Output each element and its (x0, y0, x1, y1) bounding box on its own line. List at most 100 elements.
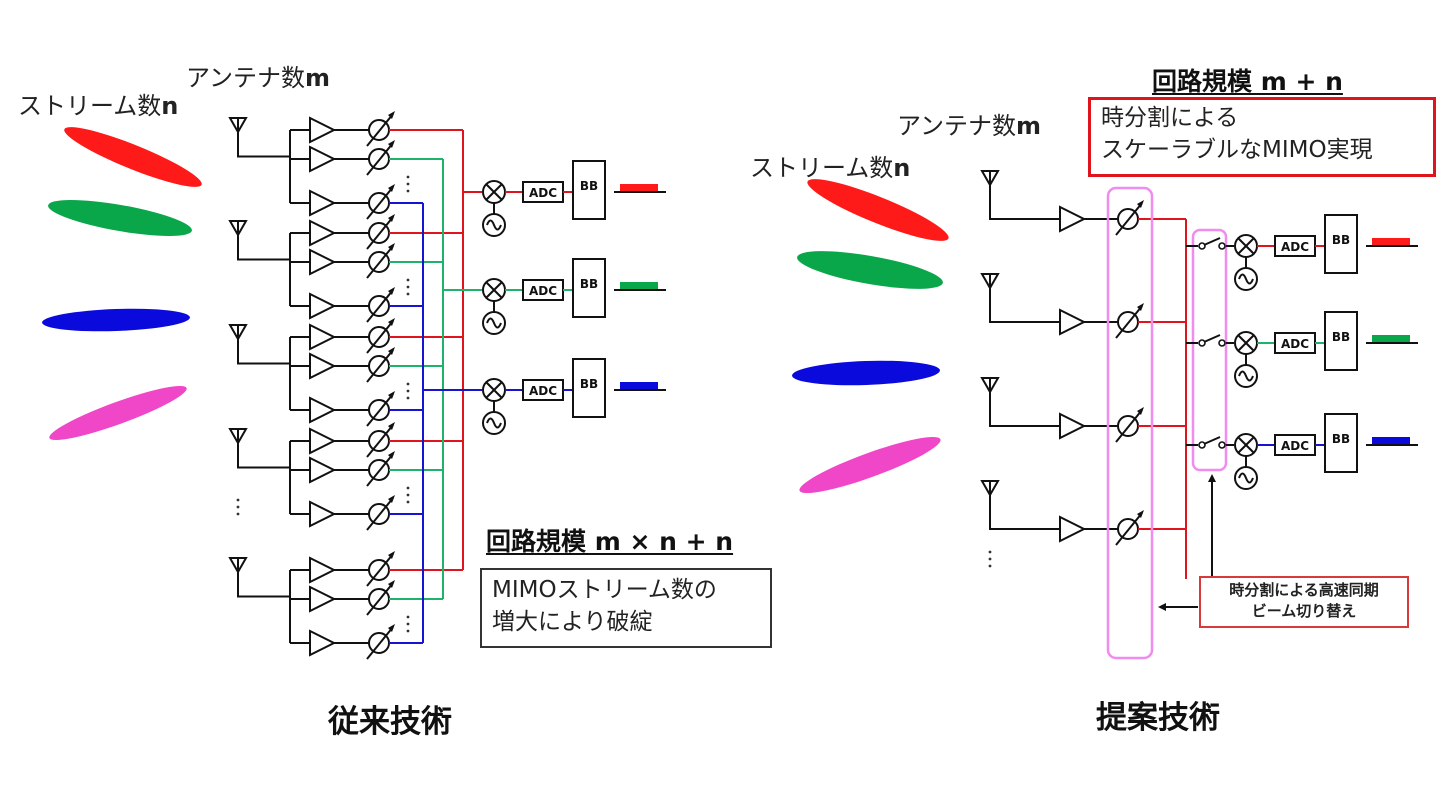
stream-beam (42, 308, 190, 332)
stream-beam (799, 436, 941, 494)
antenna-ellipsis-dot (988, 564, 992, 568)
prop-stream-var: n (893, 154, 911, 182)
amplifier-icon (309, 248, 337, 276)
phase-arrow-shaft (366, 393, 394, 427)
phase-arrow-shaft (366, 320, 394, 354)
mixer-x2 (485, 381, 503, 399)
bb-block (572, 258, 606, 318)
phase-arrow-head (388, 140, 395, 148)
prop-caption: 提案技術 (1096, 700, 1220, 736)
phase-shifter-icon (1115, 200, 1144, 236)
antenna-icon (228, 220, 248, 238)
prop-antenna-var: m (1016, 112, 1042, 140)
ellipsis-dot (406, 389, 410, 393)
antenna-icon (980, 480, 1000, 498)
phase-shifter-icon (366, 422, 395, 458)
switch-icon (1198, 237, 1226, 250)
conv-note-box: MIMOストリーム数の 増大により破綻 (480, 568, 772, 648)
amplifier-icon (309, 456, 337, 484)
phase-shifter-icon (1115, 303, 1144, 339)
stream-beam (807, 179, 949, 241)
conv-caption: 従来技術 (328, 704, 452, 740)
amplifier-icon (309, 219, 337, 247)
amplifier-icon (1059, 308, 1087, 336)
phase-arrow-head (388, 391, 395, 399)
phase-shifter-icon (366, 624, 395, 660)
bb-block (1324, 311, 1358, 371)
mixer-x2 (1237, 436, 1255, 454)
antenna-ellipsis-dot (236, 512, 240, 516)
ellipsis-dot (406, 629, 410, 633)
feed-line (237, 132, 290, 158)
oscillator-wave (486, 317, 502, 329)
conv-stream-count-label: ストリーム数n (18, 86, 178, 121)
phase-arrow-shaft (366, 424, 394, 458)
switch-blade (1203, 436, 1221, 445)
mixer-x2 (1237, 237, 1255, 255)
prop-highlight-line1: 時分割による (1101, 105, 1239, 131)
switch-node (1198, 339, 1206, 347)
antenna-icon (228, 557, 248, 575)
mixer-x2 (485, 183, 503, 201)
amplifier-icon (309, 116, 337, 144)
prop-highlight-box: 時分割による スケーラブルなMIMO実現 (1088, 97, 1436, 177)
prop-highlight-line2: スケーラブルなMIMO実現 (1101, 137, 1373, 163)
mixer-icon (1234, 234, 1258, 291)
conv-note-line2: 増大により破綻 (492, 609, 653, 635)
phase-shifter-icon (366, 495, 395, 531)
phase-arrow-head (1137, 200, 1144, 208)
phase-arrow-shaft (366, 553, 394, 587)
conv-stream-var: n (161, 92, 179, 120)
oscillator-wave (1238, 472, 1254, 484)
phase-arrow-head (388, 551, 395, 559)
phase-arrow-head (388, 111, 395, 119)
amplifier-icon (309, 500, 337, 528)
oscillator-wave (486, 219, 502, 231)
bb-label: BB (580, 179, 598, 193)
stream-beam (797, 251, 943, 289)
stream-spectrum-bar (1372, 437, 1410, 445)
feed-line (989, 185, 1060, 220)
bb-label: BB (580, 277, 598, 291)
bb-block (572, 160, 606, 220)
ellipsis-dot (406, 182, 410, 186)
ellipsis-dot (406, 278, 410, 282)
amplifier-icon (309, 556, 337, 584)
oscillator-wave (1238, 370, 1254, 382)
mixer-icon (482, 278, 506, 335)
phase-arrow-shaft (1115, 305, 1143, 339)
stream-spectrum-bar (620, 184, 658, 192)
phase-arrow-shaft (366, 289, 394, 323)
phase-arrow-shaft (366, 453, 394, 487)
phase-shifter-icon (366, 391, 395, 427)
feed-line (237, 572, 290, 598)
antenna-icon (228, 324, 248, 342)
feed-line (237, 443, 290, 469)
adc-label: ADC (1281, 240, 1309, 254)
amplifier-icon (309, 585, 337, 613)
antenna-ellipsis-dot (988, 557, 992, 561)
ellipsis-dot (406, 285, 410, 289)
arrow-head (1208, 474, 1216, 482)
phase-arrow-shaft (1115, 512, 1143, 546)
phase-arrow-head (1137, 510, 1144, 518)
antenna-icon (980, 170, 1000, 188)
amplifier-icon (309, 145, 337, 173)
amplifier-icon (309, 396, 337, 424)
bb-block (572, 358, 606, 418)
phase-shifter-group-highlight (1106, 186, 1154, 660)
amplifier-icon (309, 427, 337, 455)
amplifier-icon (309, 189, 337, 217)
phase-shifter-icon (366, 140, 395, 176)
stream-spectrum-bar (1372, 238, 1410, 246)
switch-icon (1198, 334, 1226, 347)
feed-line (989, 495, 1060, 530)
phase-arrow-shaft (366, 497, 394, 531)
phase-shifter-icon (366, 347, 395, 383)
conv-circuit-scale-title: 回路規模 m × n + n (486, 527, 734, 556)
stream-beam (48, 199, 192, 237)
phase-arrow-head (388, 318, 395, 326)
phase-arrow-head (388, 184, 395, 192)
stream-spectrum-bar (620, 282, 658, 290)
phase-arrow-shaft (366, 216, 394, 250)
